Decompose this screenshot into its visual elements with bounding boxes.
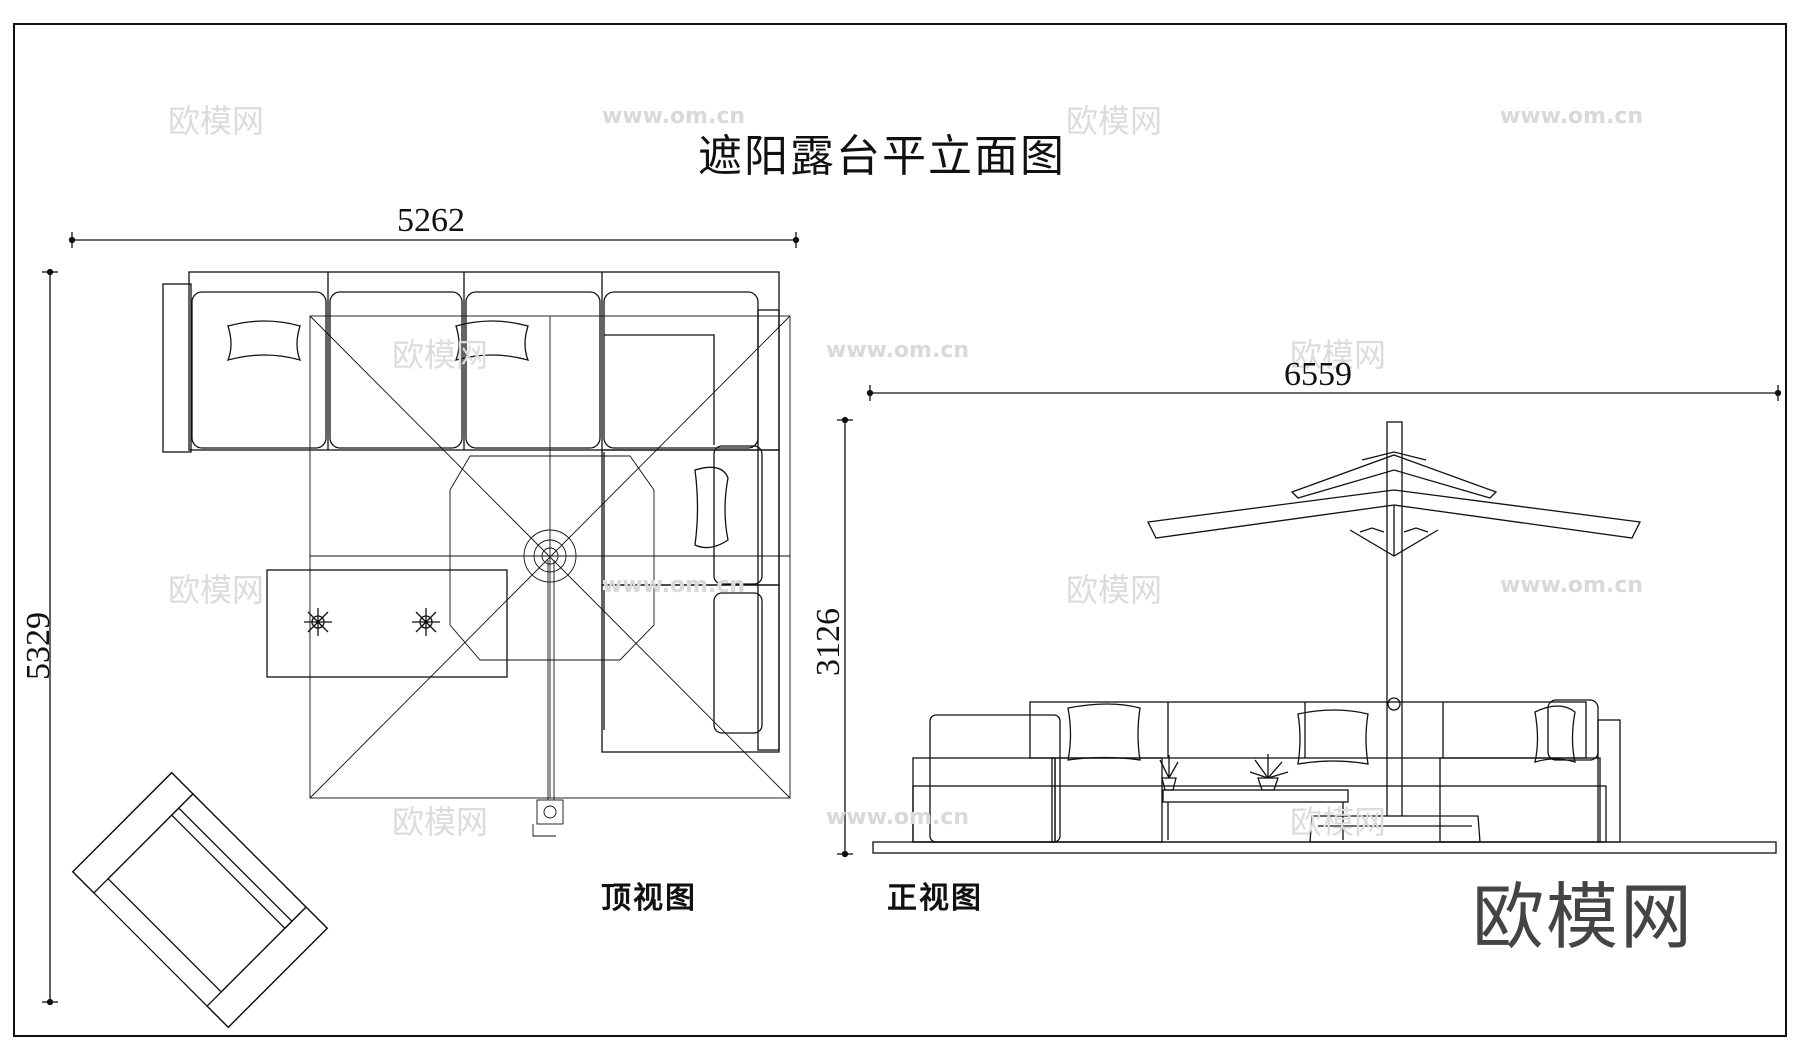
watermark-cn-1: 欧模网	[168, 102, 265, 140]
watermark-url-2: www.om.cn	[1500, 104, 1644, 129]
low-table-elevation	[1159, 754, 1349, 840]
top-depth-dimension-line	[42, 268, 58, 1006]
top-width-label: 5262	[397, 202, 465, 239]
flower-decoration-1	[304, 608, 332, 636]
plant-left	[1159, 755, 1179, 791]
armchair	[71, 771, 329, 1029]
watermark-cn-4: 欧模网	[1290, 336, 1387, 374]
front-width-dimension-line	[866, 385, 1782, 401]
sheet-border	[13, 23, 1787, 1037]
drawing-title: 遮阳露台平立面图	[698, 131, 1066, 182]
umbrella-canopy-plan	[309, 315, 791, 837]
front-height-label: 3126	[810, 608, 847, 676]
coffee-table	[266, 569, 508, 678]
watermark-url-1: www.om.cn	[602, 104, 746, 129]
ground-slab	[872, 841, 1777, 854]
sofa-right-column	[601, 309, 780, 753]
top-view	[42, 232, 800, 1029]
umbrella-elevation	[1147, 421, 1641, 843]
watermark-cn-3: 欧模网	[392, 336, 489, 374]
brand-logo-text: 欧模网	[1472, 875, 1695, 959]
watermark-cn-8: 欧模网	[1290, 803, 1387, 841]
watermark-url-3: www.om.cn	[826, 338, 970, 363]
plant-right	[1249, 754, 1289, 791]
watermark-url-6: www.om.cn	[826, 805, 970, 830]
sofa-elevation	[912, 699, 1621, 843]
front-width-label: 6559	[1284, 356, 1352, 393]
watermark-url-4: www.om.cn	[602, 573, 746, 598]
watermark-cn-2: 欧模网	[1066, 102, 1163, 140]
top-view-caption: 顶视图	[601, 881, 697, 916]
watermark-cn-6: 欧模网	[1066, 571, 1163, 609]
watermark-cn-7: 欧模网	[392, 803, 489, 841]
front-height-dimension-line	[837, 416, 853, 858]
watermark-url-5: www.om.cn	[1500, 573, 1644, 598]
watermark-cn-5: 欧模网	[168, 571, 265, 609]
front-view-caption: 正视图	[887, 881, 983, 916]
front-view	[837, 385, 1782, 858]
top-depth-label: 5329	[20, 612, 57, 680]
top-width-dimension-line	[68, 232, 800, 248]
flower-decoration-2	[412, 608, 440, 636]
